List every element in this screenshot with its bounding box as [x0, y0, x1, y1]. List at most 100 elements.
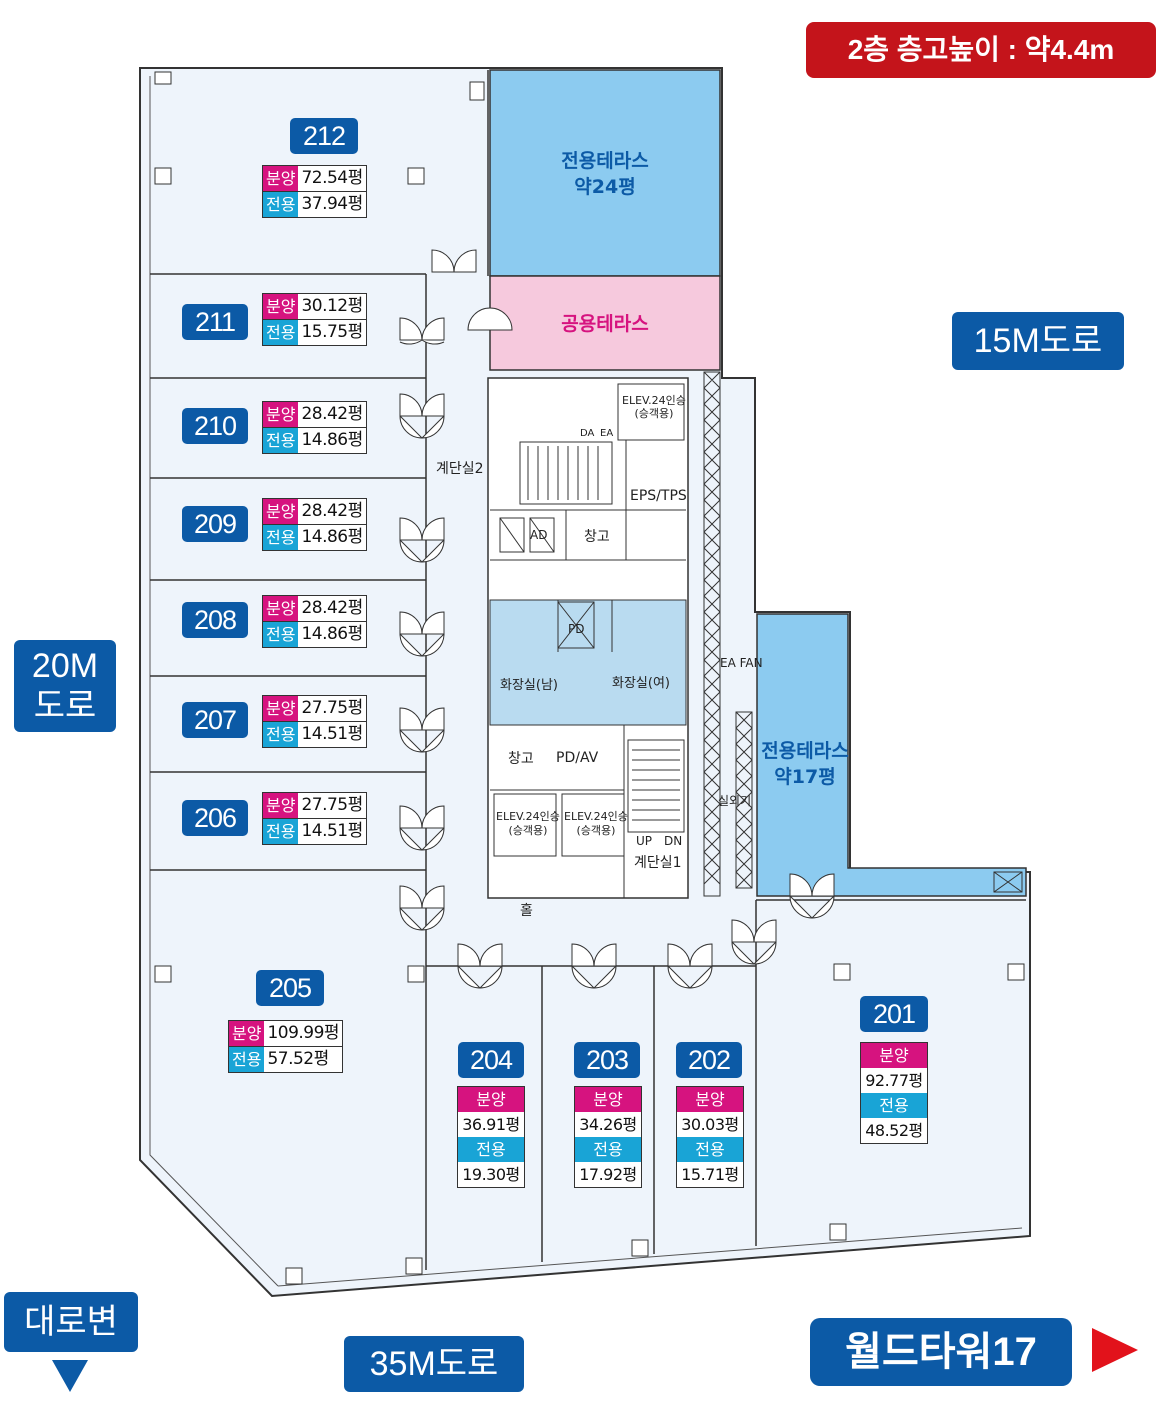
unit-number-211: 211	[182, 304, 248, 340]
exclusive-tag: 전용	[263, 428, 299, 453]
exclusive-area: 37.94평	[301, 194, 363, 214]
exclusive-area: 57.52평	[267, 1049, 329, 1069]
unit-area-202: 분양 30.03평 전용 15.71평	[676, 1086, 744, 1188]
exclusive-tag: 전용	[861, 1093, 927, 1118]
private-terrace-17	[756, 613, 1027, 897]
unit-number-203: 203	[574, 1042, 640, 1078]
sale-area: 28.42평	[301, 501, 363, 521]
floor-height-badge: 2층 층고높이 : 약4.4m	[806, 22, 1156, 78]
sale-area: 34.26평	[579, 1115, 637, 1134]
road-20m-line2: 도로	[33, 687, 97, 725]
up-label: UP	[636, 834, 653, 848]
elev-top-label: ELEV.24인승 (승객용)	[622, 394, 686, 420]
exclusive-area: 15.75평	[301, 322, 363, 342]
exclusive-area: 19.30평	[462, 1165, 520, 1184]
sale-area: 72.54평	[301, 168, 363, 188]
private-terrace-24-label: 전용테라스 약24평	[520, 148, 690, 200]
unit-number-206: 206	[182, 800, 248, 836]
eps-label: EPS/TPS	[630, 488, 687, 504]
elev-b-label: ELEV.24인승 (승객용)	[564, 810, 628, 838]
ea-label: EA	[600, 428, 614, 439]
road-15m-label: 15M도로	[952, 312, 1124, 370]
stair-2	[519, 441, 613, 505]
stair-2-label: 계단실2	[436, 461, 484, 477]
exclusive-area: 14.86평	[301, 527, 363, 547]
stair-1-label: 계단실1	[634, 855, 682, 871]
columns	[154, 71, 1025, 1285]
sale-area: 92.77평	[865, 1071, 923, 1090]
unit-area-204: 분양 36.91평 전용 19.30평	[457, 1086, 525, 1188]
exclusive-tag: 전용	[263, 819, 299, 844]
exclusive-tag: 전용	[263, 320, 299, 345]
unit-number-207: 207	[182, 702, 248, 738]
terrace-24-area: 약24평	[574, 176, 636, 198]
exclusive-area: 17.92평	[579, 1165, 637, 1184]
sale-area: 27.75평	[301, 795, 363, 815]
unit-number-205: 205	[256, 970, 324, 1006]
exclusive-tag: 전용	[677, 1137, 743, 1162]
exclusive-tag: 전용	[458, 1137, 524, 1162]
right-arrow-icon	[1092, 1328, 1138, 1372]
sale-area: 36.91평	[462, 1115, 520, 1134]
terrace-17-title: 전용테라스	[761, 740, 849, 762]
road-20m-label: 20M 도로	[14, 640, 116, 732]
private-terrace-17-label: 전용테라스 약17평	[742, 738, 868, 790]
sale-area: 28.42평	[301, 404, 363, 424]
storage-2-label: 창고	[508, 751, 534, 767]
pdav-label: PD/AV	[556, 750, 599, 766]
sale-tag: 분양	[458, 1087, 524, 1112]
exclusive-area: 14.86평	[301, 624, 363, 644]
ad-label: AD	[530, 528, 548, 542]
road-35m-label: 35M도로	[344, 1336, 524, 1392]
sale-tag: 분양	[677, 1087, 743, 1112]
stair-1	[627, 739, 685, 833]
unit-number-204: 204	[458, 1042, 524, 1078]
sale-tag: 분양	[263, 696, 299, 721]
toilet-female-label: 화장실(여)	[612, 676, 670, 691]
exclusive-tag: 전용	[263, 525, 299, 550]
elev-a-line1: ELEV.24인승	[496, 810, 560, 823]
sale-tag: 분양	[263, 166, 299, 191]
elev-a-label: ELEV.24인승 (승객용)	[496, 810, 560, 838]
unit-area-201: 분양 92.77평 전용 48.52평	[860, 1042, 928, 1144]
doors	[399, 249, 835, 989]
sale-tag: 분양	[861, 1043, 927, 1068]
sale-tag: 분양	[575, 1087, 641, 1112]
unit-number-201: 201	[860, 996, 928, 1032]
pd-label: PD	[568, 622, 585, 636]
ea-fan-label: EA FAN	[720, 656, 763, 670]
elev-top-line1: ELEV.24인승	[622, 394, 686, 407]
sale-tag: 분양	[263, 499, 299, 524]
shared-terrace-label: 공용테라스	[561, 313, 649, 335]
private-terrace-24	[489, 69, 721, 277]
sale-tag: 분양	[263, 596, 299, 621]
unit-number-202: 202	[676, 1042, 742, 1078]
elev-top-line2: (승객용)	[634, 407, 674, 420]
sale-area: 30.03평	[681, 1115, 739, 1134]
unit-number-212: 212	[290, 118, 358, 154]
exclusive-tag: 전용	[263, 192, 299, 217]
exclusive-tag: 전용	[263, 622, 299, 647]
toilet-area	[489, 599, 687, 726]
exclusive-area: 15.71평	[681, 1165, 739, 1184]
da-label: DA	[580, 428, 595, 439]
dn-label: DN	[664, 834, 683, 848]
exclusive-tag: 전용	[575, 1137, 641, 1162]
outdoor-unit-label: 실외기	[718, 794, 752, 808]
building-name-label: 월드타워17	[810, 1318, 1072, 1386]
unit-number-209: 209	[182, 506, 248, 542]
sale-tag: 분양	[263, 402, 299, 427]
sale-tag: 분양	[263, 294, 299, 319]
exclusive-area: 14.51평	[301, 724, 363, 744]
storage-1-label: 창고	[584, 529, 610, 545]
exclusive-tag: 전용	[263, 722, 299, 747]
sale-tag: 분양	[263, 793, 299, 818]
